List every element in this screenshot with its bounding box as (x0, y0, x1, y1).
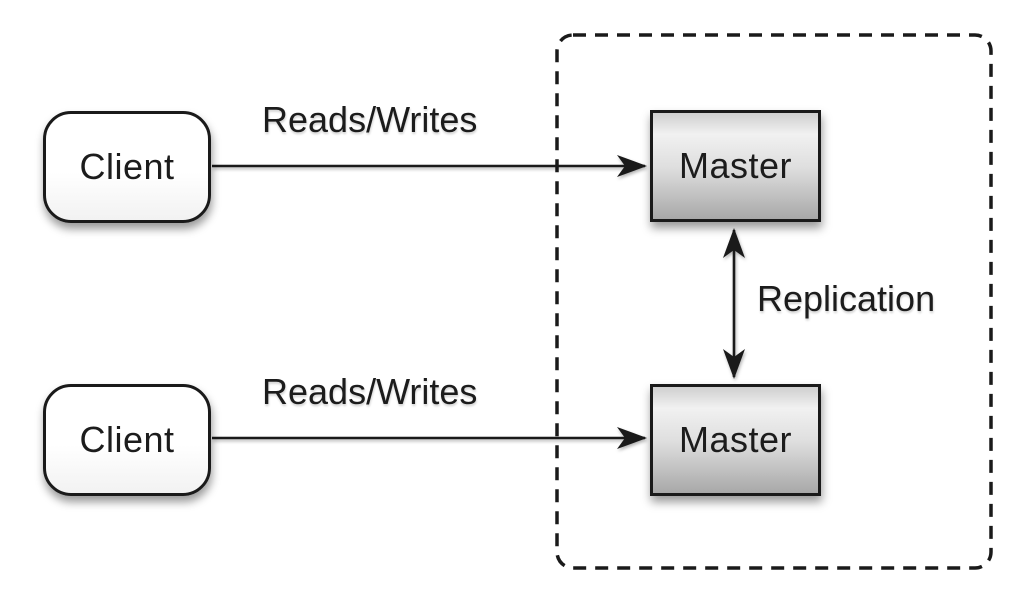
client-node-bottom-label: Client (79, 419, 175, 460)
client-node-top-label: Client (79, 146, 175, 187)
master-node-top-label: Master (678, 145, 793, 186)
edge-label-replication: Replication (757, 278, 936, 319)
master-node-bottom-label: Master (678, 419, 793, 460)
client-node-top: Client (43, 111, 211, 223)
edge-label-reads-writes-bottom: Reads/Writes (262, 371, 478, 412)
edge-label-reads-writes-top: Reads/Writes (262, 99, 478, 140)
master-node-bottom: Master (650, 384, 821, 496)
client-node-bottom: Client (43, 384, 211, 496)
master-node-top: Master (650, 110, 821, 222)
